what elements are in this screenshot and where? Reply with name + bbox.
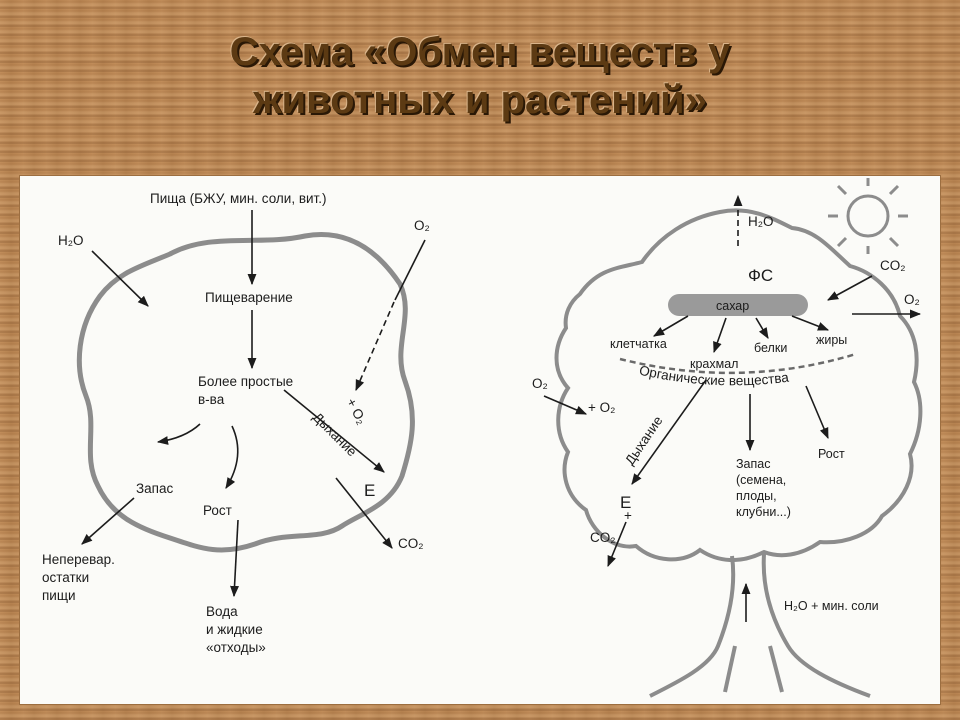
tree-trunk-outline bbox=[649, 553, 871, 698]
sun-icon bbox=[828, 178, 908, 254]
plant-breathing-label: Дыхание bbox=[622, 413, 665, 467]
title-line-2: животных и растений» bbox=[253, 78, 707, 122]
breathing-arrow bbox=[283, 389, 385, 473]
animal-water-label: H₂O bbox=[58, 233, 84, 248]
title-line-1: Схема «Обмен веществ у bbox=[229, 30, 731, 74]
plant-growth-label: Рост bbox=[818, 447, 845, 461]
plant-o2-in-arrow bbox=[543, 395, 588, 415]
cellulose-arrow bbox=[653, 315, 689, 337]
photosynthesis-label: ФС bbox=[748, 266, 773, 285]
undigested-line-1: Неперевар. bbox=[42, 552, 115, 567]
plant-plus-o2-label: + O₂ bbox=[588, 400, 615, 415]
sugar-label: сахар bbox=[716, 299, 749, 313]
plant-storage-line-4: клубни...) bbox=[736, 505, 791, 519]
fats-label: жиры bbox=[816, 333, 847, 347]
plant-co2-out-arrow bbox=[607, 521, 627, 568]
undigested-line-2: остатки bbox=[42, 570, 89, 585]
waste-line-3: «отходы» bbox=[206, 640, 266, 655]
fats-arrow bbox=[791, 315, 830, 331]
growth-arrow-plant bbox=[805, 385, 829, 440]
co2-out-arrow bbox=[335, 477, 393, 549]
undigested-arrow bbox=[81, 497, 135, 545]
plant-storage-line-2: (семена, bbox=[736, 473, 786, 487]
o2-out-label: O₂ bbox=[904, 292, 920, 307]
storage-arrow bbox=[156, 423, 201, 445]
sugar-bar bbox=[668, 294, 808, 316]
plant-energy-plus: + bbox=[624, 508, 632, 523]
organic-dashed-arc bbox=[619, 352, 857, 375]
proteins-label: белки bbox=[754, 341, 787, 355]
waste-line-1: Вода bbox=[206, 604, 238, 619]
tree-crown-outline bbox=[554, 208, 923, 563]
storage-label: Запас bbox=[136, 481, 173, 496]
animal-cell-outline bbox=[76, 232, 415, 553]
oxygen-dashed-arrow bbox=[355, 301, 395, 392]
plant-water-label: H₂O bbox=[748, 214, 774, 229]
metabolism-diagram: Пища (БЖУ, мин. соли, вит.) Пищеварение … bbox=[42, 178, 923, 698]
starch-arrow bbox=[713, 317, 727, 354]
plus-oxygen-label: + O₂ bbox=[343, 396, 369, 427]
plant-storage-line-3: плоды, bbox=[736, 489, 777, 503]
simpler-substances-line-2: в-ва bbox=[198, 392, 225, 407]
waste-arrow bbox=[230, 519, 240, 598]
oxygen-in-arrow bbox=[394, 239, 426, 301]
food-label: Пища (БЖУ, мин. соли, вит.) bbox=[150, 191, 326, 206]
cellulose-label: клетчатка bbox=[610, 337, 667, 351]
page-title: Схема «Обмен веществ у животных и растен… bbox=[40, 28, 920, 124]
proteins-arrow bbox=[755, 317, 769, 339]
co2-in-label: CO₂ bbox=[880, 258, 906, 273]
water-in-arrow bbox=[91, 250, 149, 307]
growth-label: Рост bbox=[203, 503, 232, 518]
diagram-panel: Пища (БЖУ, мин. соли, вит.) Пищеварение … bbox=[20, 176, 940, 704]
co2-in-arrow bbox=[827, 275, 873, 301]
roots-in-label: H₂O + мин. соли bbox=[784, 599, 879, 613]
plant-o2-in-label: O₂ bbox=[532, 376, 548, 391]
animal-oxygen-label: O₂ bbox=[414, 218, 430, 233]
digestion-label: Пищеварение bbox=[205, 290, 293, 305]
waste-line-2: и жидкие bbox=[206, 622, 263, 637]
plant-breathing-arrow bbox=[631, 379, 707, 485]
starch-label: крахмал bbox=[690, 357, 738, 371]
plant-storage-line-1: Запас bbox=[736, 457, 770, 471]
plant-energy-label: E bbox=[620, 493, 631, 512]
growth-arrow bbox=[225, 425, 239, 489]
simpler-substances-line-1: Более простые bbox=[198, 374, 293, 389]
animal-energy-label: E bbox=[364, 481, 375, 500]
animal-co2-label: CO₂ bbox=[398, 536, 424, 551]
plant-co2-out-label: CO₂ bbox=[590, 530, 616, 545]
undigested-line-3: пищи bbox=[42, 588, 76, 603]
